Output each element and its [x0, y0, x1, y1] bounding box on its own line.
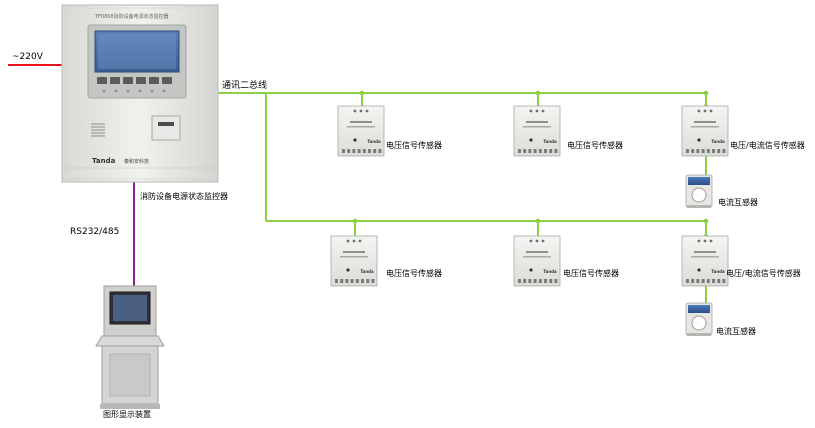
sensor-brand: Tanda — [543, 269, 557, 274]
monitor-header-text: TF0808消防设备电源状态监控器 — [95, 14, 169, 20]
comm-bus — [218, 92, 707, 303]
display-caption: 图形显示装置 — [103, 410, 151, 419]
sensor-label: 电压信号传感器 — [563, 269, 619, 278]
sensor-label: 电压/电流信号传感器 — [726, 269, 801, 278]
power-monitor-cabinet — [61, 4, 219, 183]
sensor-brand: Tanda — [711, 139, 725, 144]
sensor-label: 电压信号传感器 — [386, 141, 442, 150]
graphic-display-terminal — [95, 285, 165, 409]
rs485-label: RS232/485 — [70, 227, 120, 237]
monitor-brand-sub: 泰和安科技 — [124, 159, 150, 165]
sensor-label: 电压信号传感器 — [386, 269, 442, 278]
sensor-brand: Tanda — [711, 269, 725, 274]
sensor-module: Tanda — [513, 105, 561, 157]
sensor-brand: Tanda — [367, 139, 381, 144]
current-transformer — [685, 302, 713, 336]
bus-label: 通讯二总线 — [222, 81, 268, 91]
ct-label: 电流互感器 — [718, 198, 758, 207]
sensor-label: 电压/电流信号传感器 — [730, 141, 805, 150]
sensor-module: Tanda — [681, 105, 729, 157]
sensor-brand: Tanda — [543, 139, 557, 144]
current-transformers — [685, 174, 713, 336]
sensor-module: Tanda — [513, 235, 561, 287]
monitor-brand: Tanda — [92, 157, 116, 165]
ct-label: 电流互感器 — [716, 327, 756, 336]
sensor-module: Tanda — [330, 235, 378, 287]
sensor-module: Tanda — [337, 105, 385, 157]
sensor-brand: Tanda — [360, 269, 374, 274]
sensor-module: Tanda — [681, 235, 729, 287]
sensor-label: 电压信号传感器 — [567, 141, 623, 150]
current-transformer — [685, 174, 713, 208]
power-label: ~220V — [12, 52, 43, 62]
monitor-caption: 消防设备电源状态监控器 — [140, 192, 228, 201]
